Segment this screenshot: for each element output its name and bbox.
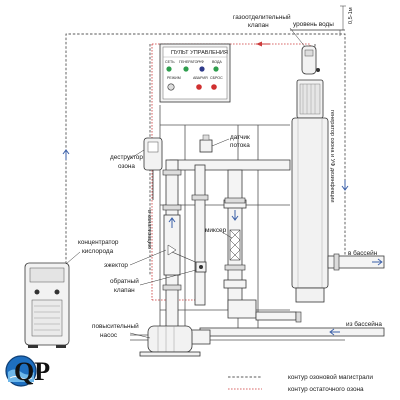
water-level-label: уровень воды (293, 21, 334, 28)
mode-knob (168, 84, 174, 90)
destructor-label-2: озона (118, 163, 135, 170)
destructor-label-1: деструктор (110, 154, 143, 161)
button-label-1: АВАРИЯ (193, 76, 208, 80)
check-valve (196, 262, 206, 272)
water-led (213, 66, 218, 71)
flow-arrow-left-side (63, 150, 69, 160)
qp-logo: QP (6, 356, 50, 386)
gas-sep-label-2: клапан (248, 22, 269, 29)
check-valve-label-2: клапан (114, 287, 135, 294)
alarm-button (196, 84, 202, 90)
legend-ozone-line: контур озоновой магистрали (288, 373, 373, 381)
indicator-label-2: УФ (199, 60, 204, 64)
legend: контур озоновой магистрали контур остато… (228, 373, 373, 393)
from-pool-label: из бассейна (346, 320, 382, 328)
button-label-0: РЕЖИМ (167, 76, 181, 80)
generator-label: генератор озона и УФ дезинфекции (329, 110, 335, 203)
generator-led (183, 66, 188, 71)
flow-sensor: датчик потока (200, 134, 250, 152)
to-pool-label: в бассейн (348, 249, 378, 257)
oxygen-concentrator (25, 263, 69, 348)
button-label-2: СБРОС (210, 76, 223, 80)
booster-pump (140, 326, 200, 356)
ozone-uv-generator: генератор озона и УФ дезинфекции (292, 80, 335, 302)
concentrator-label-2: кислорода (82, 248, 114, 255)
check-valve-label-1: обратный (110, 277, 139, 285)
reset-button (211, 84, 217, 90)
mixer-element (230, 230, 240, 260)
water-level-indicator: уровень воды 0,5-1м (290, 6, 354, 36)
legend-residual-ozone: контур остаточного озона (288, 386, 364, 393)
booster-label-1: повысительный (92, 322, 139, 330)
panel-title: ПУЛЬТ УПРАВЛЕНИЯ (171, 50, 228, 56)
uv-led (199, 66, 204, 71)
ozone-destructor: деструктор озона (110, 138, 162, 200)
power-led (166, 66, 171, 71)
height-label: 0,5-1м (348, 7, 354, 24)
logo-text: QP (14, 357, 50, 386)
flow-sensor-label-2: потока (230, 142, 250, 149)
indicator-label-0: СЕТЬ (165, 60, 175, 64)
concentrator-label-1: концентратор (78, 239, 119, 246)
flow-arrow-right-side (342, 180, 348, 190)
indicator-label-3: ВОДА (212, 60, 222, 64)
indicator-label-1: ГЕНЕРАТОР (179, 60, 200, 64)
control-panel: ПУЛЬТ УПРАВЛЕНИЯ СЕТЬ ГЕНЕРАТОР УФ ВОДА … (160, 44, 230, 102)
ejector-label: эжектор (104, 262, 128, 269)
gas-sep-label-1: газоотделительный (233, 13, 291, 21)
flow-sensor-label-1: датчик (230, 134, 250, 141)
to-drain-label: в канализацию (146, 210, 152, 249)
booster-label-2: насос (100, 332, 118, 339)
